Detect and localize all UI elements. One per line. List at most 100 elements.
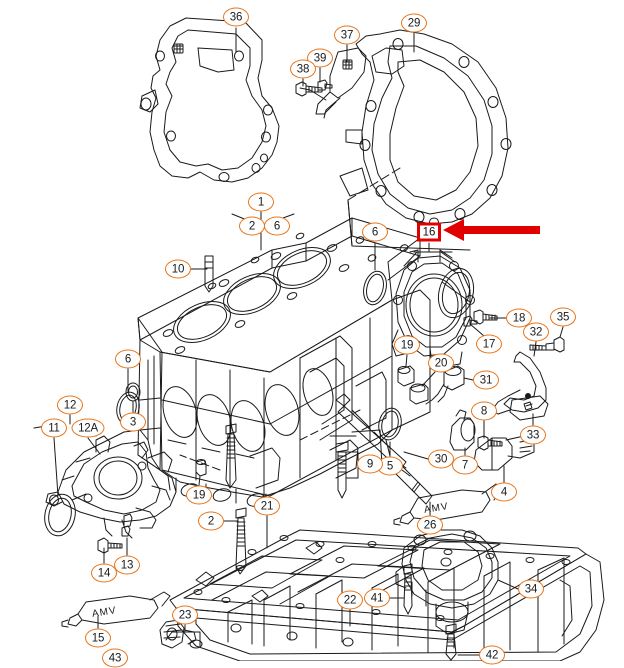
callout-4-label: 4 — [500, 486, 508, 498]
part-14-bolt — [97, 537, 123, 554]
callout-2-top[interactable]: 2 — [239, 216, 265, 236]
part-33-plate — [509, 395, 549, 425]
callout-31[interactable]: 31 — [473, 370, 499, 390]
part-6-oring-right — [363, 270, 387, 306]
part-38-bolt — [295, 81, 323, 97]
part-42-bolt — [445, 623, 457, 661]
callout-9-label: 9 — [366, 458, 374, 470]
callout-1-label: 1 — [257, 196, 265, 208]
callout-36-label: 36 — [229, 11, 243, 23]
callout-6-top-label: 6 — [273, 220, 281, 232]
callout-36[interactable]: 36 — [223, 7, 249, 27]
callout-41-label: 41 — [370, 592, 384, 604]
callout-6-left[interactable]: 6 — [115, 349, 141, 369]
callout-22[interactable]: 22 — [337, 590, 363, 610]
part-17-pin — [463, 315, 478, 327]
callout-3[interactable]: 3 — [120, 412, 146, 432]
callout-21-label: 21 — [260, 500, 274, 512]
part-19-bush-upper — [397, 365, 415, 387]
callout-43-label: 43 — [108, 652, 122, 664]
part-11-crank-seal-front — [44, 493, 87, 537]
callout-30[interactable]: 30 — [428, 449, 454, 469]
callout-23-label: 23 — [178, 609, 192, 621]
callout-14-label: 14 — [97, 567, 111, 579]
callout-7[interactable]: 7 — [452, 455, 478, 475]
callout-32[interactable]: 32 — [523, 322, 549, 342]
callout-38-label: 38 — [296, 63, 310, 75]
callout-12[interactable]: 12 — [57, 395, 83, 415]
part-13-pin — [121, 513, 133, 537]
callout-29-label: 29 — [407, 17, 421, 29]
part-2-long-bolt-right — [225, 423, 237, 489]
callout-20[interactable]: 20 — [428, 353, 454, 373]
callout-26[interactable]: 26 — [417, 515, 443, 535]
part-7-sensor — [449, 409, 476, 451]
callout-2-lower-label: 2 — [207, 515, 215, 527]
callout-15[interactable]: 15 — [85, 628, 111, 648]
callout-39-label: 39 — [313, 52, 327, 64]
callout-17-label: 17 — [482, 338, 496, 350]
callout-43[interactable]: 43 — [102, 648, 128, 668]
callout-35-label: 35 — [556, 311, 570, 323]
callout-12-label: 12 — [63, 399, 77, 411]
callout-33-label: 33 — [526, 429, 540, 441]
callout-22-label: 22 — [343, 594, 357, 606]
callout-37[interactable]: 37 — [334, 25, 360, 45]
callout-38[interactable]: 38 — [290, 59, 316, 79]
callout-33[interactable]: 33 — [520, 425, 546, 445]
part-2-long-bolt-left — [235, 507, 247, 575]
callout-18-label: 18 — [512, 312, 526, 324]
callout-12A[interactable]: 12A — [71, 418, 105, 438]
callout-20-label: 20 — [434, 357, 448, 369]
callout-8-label: 8 — [480, 405, 488, 417]
callout-23[interactable]: 23 — [172, 605, 198, 625]
callout-17[interactable]: 17 — [476, 334, 502, 354]
callout-19-upper[interactable]: 19 — [394, 335, 420, 355]
callout-7-label: 7 — [461, 459, 469, 471]
part-32-bracket — [491, 351, 547, 415]
callout-10-label: 10 — [171, 263, 185, 275]
callout-37-label: 37 — [340, 29, 354, 41]
callout-21[interactable]: 21 — [254, 496, 280, 516]
callout-35[interactable]: 35 — [550, 307, 576, 327]
callout-6-left-label: 6 — [124, 353, 132, 365]
part-35-bolt — [529, 336, 565, 353]
callout-34-label: 34 — [524, 583, 538, 595]
callout-16-highlighted[interactable]: 16 — [417, 222, 441, 242]
callout-11-label: 11 — [48, 422, 60, 434]
part-41-bolt — [403, 563, 413, 615]
callout-30-label: 30 — [434, 453, 448, 465]
callout-11[interactable]: 11 — [41, 418, 67, 438]
callout-15-label: 15 — [91, 632, 105, 644]
callout-19-lower-label: 19 — [192, 489, 206, 501]
part-36-gasket-plate — [139, 17, 280, 183]
callout-14[interactable]: 14 — [91, 563, 117, 583]
callout-10[interactable]: 10 — [165, 259, 191, 279]
part-34-oil-pump — [395, 529, 499, 635]
callout-4[interactable]: 4 — [491, 482, 517, 502]
part-29-intermediate-plate — [339, 29, 512, 251]
callout-19-lower[interactable]: 19 — [186, 485, 212, 505]
callout-29[interactable]: 29 — [401, 13, 427, 33]
callout-6-mid[interactable]: 6 — [362, 222, 388, 242]
callout-41[interactable]: 41 — [364, 588, 390, 608]
callout-34[interactable]: 34 — [518, 579, 544, 599]
callout-31-label: 31 — [479, 374, 493, 386]
callout-2-top-label: 2 — [248, 220, 256, 232]
callout-13[interactable]: 13 — [114, 555, 140, 575]
callout-12A-label: 12A — [78, 422, 98, 434]
callout-6-top[interactable]: 6 — [264, 216, 290, 236]
callout-9[interactable]: 9 — [357, 454, 383, 474]
part-10-dowel-sleeve — [204, 255, 214, 293]
callout-5[interactable]: 5 — [377, 456, 403, 476]
callout-32-label: 32 — [529, 326, 543, 338]
callout-42[interactable]: 42 — [479, 645, 505, 665]
callout-26-label: 26 — [423, 519, 437, 531]
callout-13-label: 13 — [120, 559, 134, 571]
callout-1[interactable]: 1 — [248, 192, 274, 212]
callout-18[interactable]: 18 — [506, 308, 532, 328]
callout-2-lower[interactable]: 2 — [198, 511, 224, 531]
part-15-sealant-tube — [61, 591, 171, 628]
callout-8[interactable]: 8 — [471, 401, 497, 421]
part-23-drain-plug — [159, 619, 203, 649]
